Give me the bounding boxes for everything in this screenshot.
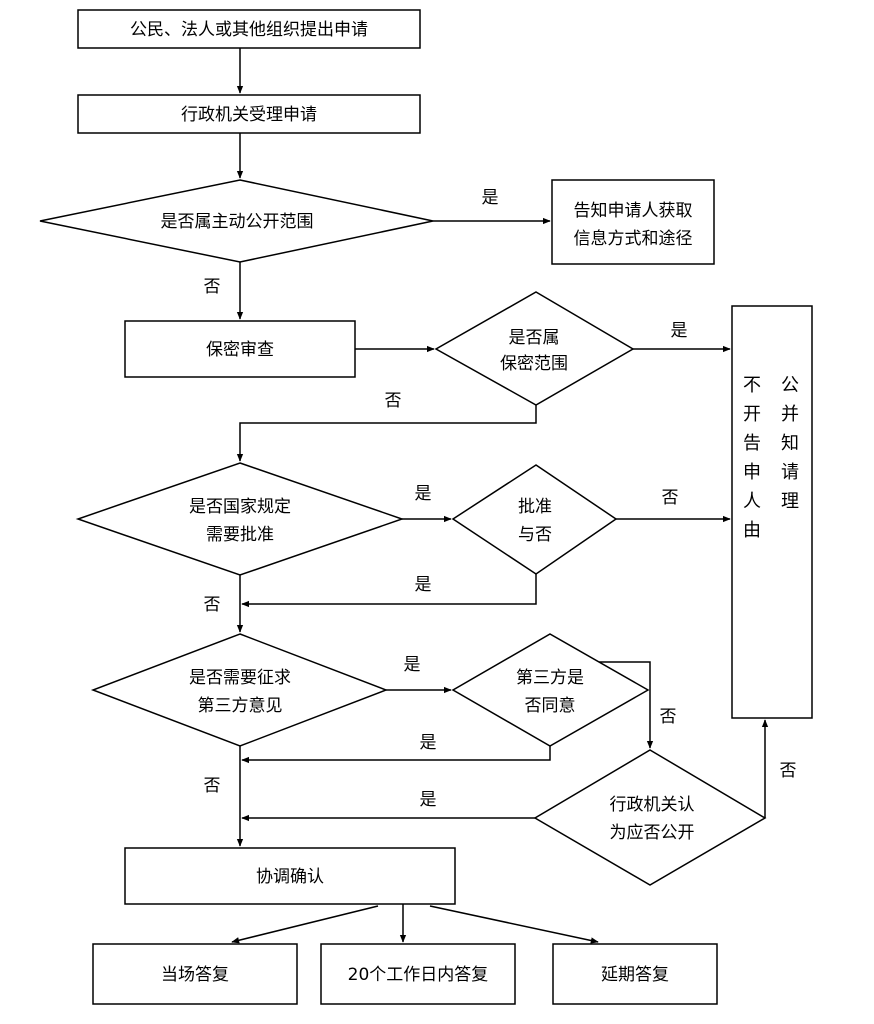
- reject-col2-char-1: 公: [781, 375, 799, 396]
- edge-agency-no: 否: [780, 761, 797, 781]
- box-out-20: 20个工作日内答复: [320, 943, 516, 1005]
- edge-agree-yes: 是: [420, 733, 437, 753]
- box-secrecy: 保密审查: [124, 320, 356, 378]
- box-apply-label: 公民、法人或其他组织提出申请: [130, 20, 368, 40]
- decision-approved: 批准 与否: [451, 464, 618, 575]
- edge-public-yes: 是: [482, 188, 499, 208]
- decision-agency-line1: 行政机关认: [610, 795, 695, 815]
- arrow-secret-no: [236, 405, 537, 462]
- arrow-agree-yes: [241, 746, 551, 764]
- edge-third-yes: 是: [404, 655, 421, 675]
- decision-approved-line1: 批准: [518, 497, 552, 517]
- decision-secret-line2: 保密范围: [500, 354, 568, 374]
- decision-approve-line2: 需要批准: [206, 525, 274, 545]
- edge-agency-yes: 是: [420, 790, 437, 810]
- box-notify-line1: 告知申请人获取: [574, 201, 693, 221]
- decision-approved-line2: 与否: [518, 525, 552, 545]
- box-out-20-label: 20个工作日内答复: [348, 965, 489, 985]
- box-notify-line2: 信息方式和途径: [574, 229, 693, 249]
- decision-third-party-line2: 第三方意见: [198, 696, 283, 716]
- box-reject: 不 开 告 申 人 由 公 并 知 请 理: [731, 305, 813, 719]
- decision-third-agree-line2: 否同意: [525, 696, 576, 716]
- edge-labels: 是 否 是 否 是 否 是 否 是 否 是 否 是 否: [204, 188, 797, 810]
- decision-third-agree-line1: 第三方是: [516, 668, 584, 688]
- reject-col2-char-4: 请: [781, 462, 799, 483]
- box-accept-label: 行政机关受理申请: [181, 105, 317, 125]
- reject-col1-char-4: 申: [743, 462, 761, 483]
- arrow-approved-yes: [241, 574, 537, 608]
- edge-approve-no: 否: [204, 595, 221, 615]
- reject-col2-char-5: 理: [781, 491, 799, 512]
- decision-secret-line1: 是否属: [509, 328, 560, 348]
- box-accept: 行政机关受理申请: [77, 94, 421, 134]
- edge-secret-no: 否: [385, 391, 402, 411]
- decision-approve: 是否国家规定 需要批准: [75, 462, 405, 576]
- reject-col1-char-2: 开: [743, 404, 761, 425]
- connectors: [231, 48, 769, 944]
- box-out-now: 当场答复: [92, 943, 298, 1005]
- reject-col2-char-3: 知: [781, 433, 799, 454]
- decision-agency-line2: 为应否公开: [610, 823, 695, 843]
- reject-col1-char-6: 由: [743, 520, 761, 541]
- edge-third-no: 否: [204, 776, 221, 796]
- arrow-confirm-now: [231, 905, 379, 944]
- decision-public: 是否属主动公开范围: [39, 179, 434, 263]
- box-reject-col2: 公 并 知 请 理: [781, 375, 799, 512]
- edge-public-no: 否: [204, 277, 221, 297]
- decision-public-label: 是否属主动公开范围: [161, 212, 314, 232]
- decision-third-party-line1: 是否需要征求: [189, 668, 291, 688]
- box-out-now-label: 当场答复: [161, 965, 229, 985]
- reject-col1-char-1: 不: [743, 375, 761, 396]
- edge-secret-yes: 是: [671, 321, 688, 341]
- box-notify: 告知申请人获取 信息方式和途径: [551, 179, 715, 265]
- reject-col2-char-2: 并: [781, 404, 799, 425]
- reject-col1-char-3: 告: [743, 433, 761, 454]
- arrow-agree-no: [599, 661, 654, 749]
- box-reject-col1: 不 开 告 申 人 由: [743, 375, 761, 541]
- decision-third-party: 是否需要征求 第三方意见: [90, 633, 389, 747]
- edge-approve-yes: 是: [415, 484, 432, 504]
- edge-approved-no: 否: [662, 488, 679, 508]
- decision-secret: 是否属 保密范围: [434, 291, 635, 406]
- decision-third-agree: 第三方是 否同意: [451, 633, 650, 747]
- edge-approved-yes: 是: [415, 575, 432, 595]
- box-apply: 公民、法人或其他组织提出申请: [77, 9, 421, 49]
- box-out-delay: 延期答复: [552, 943, 718, 1005]
- box-out-delay-label: 延期答复: [601, 965, 669, 985]
- box-secrecy-label: 保密审查: [206, 340, 274, 360]
- box-confirm-label: 协调确认: [256, 867, 324, 887]
- reject-col1-char-5: 人: [743, 491, 761, 512]
- edge-agree-no: 否: [660, 707, 677, 727]
- box-confirm: 协调确认: [124, 847, 456, 905]
- decision-approve-line1: 是否国家规定: [189, 497, 291, 517]
- arrow-confirm-delay: [429, 905, 599, 944]
- decision-agency: 行政机关认 为应否公开: [533, 749, 767, 886]
